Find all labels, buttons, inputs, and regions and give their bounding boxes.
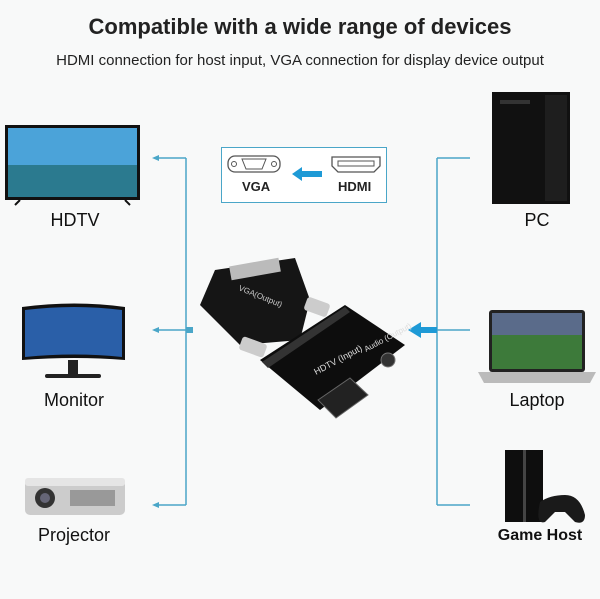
label-pc: PC [524,210,550,230]
label-projector: Projector [37,525,111,545]
monitor-icon [22,303,125,378]
connector-diagram: VGA HDMI [221,147,387,203]
subheadline: HDMI connection for host input, VGA conn… [56,52,544,69]
label-laptop: Laptop [509,390,565,410]
laptop-icon [478,310,596,383]
vga-port-icon [227,155,381,181]
projector-icon [25,478,125,515]
vga-label: VGA [242,179,271,194]
game-host-icon [505,450,585,523]
pc-icon [492,92,570,204]
label-hdtv: HDTV [50,210,100,230]
label-monitor: Monitor [43,390,105,410]
hdtv-icon [5,125,140,206]
label-game-host: Game Host [497,527,583,544]
hdmi-label: HDMI [338,179,372,194]
headline: Compatible with a wide range of devices [88,14,512,39]
hdmi-port-icon [331,156,381,173]
